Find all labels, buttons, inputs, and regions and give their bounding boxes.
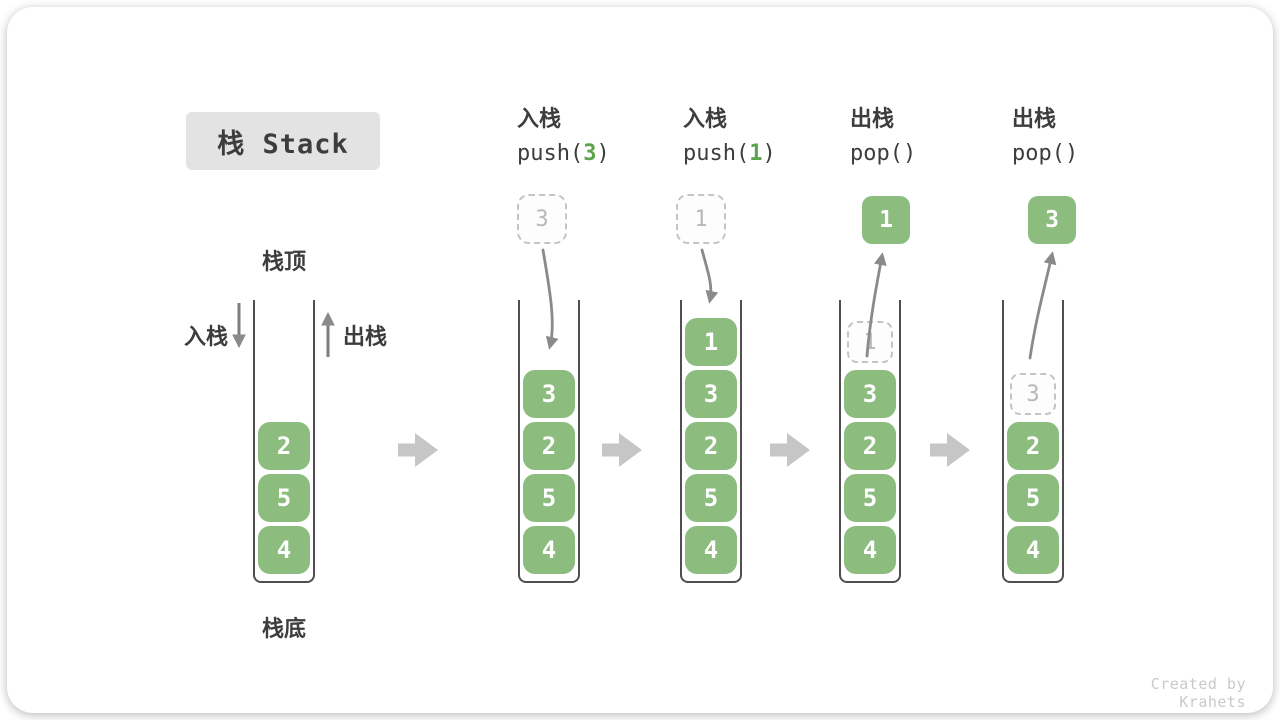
stack-block: 5 <box>844 474 896 522</box>
stack-block: 3 <box>523 370 575 418</box>
op-name: 出栈 <box>850 107 895 132</box>
op-name: 出栈 <box>1012 107 1057 132</box>
pop-side-label: 出栈 <box>343 325 388 350</box>
stack-block: 4 <box>1007 526 1059 574</box>
flow-arrow-icon <box>930 433 970 467</box>
stack-container-5: 3 2 5 4 <box>1002 300 1064 583</box>
stack-block: 4 <box>844 526 896 574</box>
stack-block: 2 <box>523 422 575 470</box>
stack-block: 5 <box>685 474 737 522</box>
stack-container-2: 3 2 5 4 <box>518 300 580 583</box>
push-curve-arrow-icon <box>700 248 719 304</box>
push-side-label: 入栈 <box>184 325 229 350</box>
stack-top-label: 栈顶 <box>261 250 306 275</box>
incoming-value-box: 3 <box>517 194 567 244</box>
stack-block: 5 <box>258 474 310 522</box>
stack-block: 2 <box>685 422 737 470</box>
stack-container-4: 1 3 2 5 4 <box>839 300 901 583</box>
op-label-push-3: 入栈 push(3) <box>517 107 677 167</box>
stack-block: 4 <box>523 526 575 574</box>
stack-block: 5 <box>1007 474 1059 522</box>
stack-block: 3 <box>844 370 896 418</box>
flow-arrow-icon <box>770 433 810 467</box>
stack-block: 2 <box>1007 422 1059 470</box>
stack-block: 3 <box>685 370 737 418</box>
stack-block: 2 <box>844 422 896 470</box>
stack-block: 1 <box>685 318 737 366</box>
ghost-block: 3 <box>1010 373 1056 415</box>
stack-bottom-label: 栈底 <box>261 617 306 642</box>
stack-block: 2 <box>258 422 310 470</box>
page-title: 栈 Stack <box>217 128 349 160</box>
flow-arrow-icon <box>398 433 438 467</box>
flow-arrow-icon <box>602 433 642 467</box>
op-label-pop-3: 出栈 pop() <box>1012 107 1172 167</box>
op-code: push(3) <box>517 141 610 166</box>
stack-block: 4 <box>685 526 737 574</box>
stack-container-1: 2 5 4 <box>253 300 315 583</box>
op-arg: 1 <box>749 141 763 166</box>
op-code: push(1) <box>683 141 776 166</box>
op-name: 入栈 <box>517 107 562 132</box>
watermark: Created by Krahets <box>1150 675 1246 711</box>
popped-value-box: 1 <box>862 196 910 244</box>
popped-value-box: 3 <box>1028 196 1076 244</box>
stack-block: 5 <box>523 474 575 522</box>
title-badge: 栈 Stack <box>186 112 380 170</box>
stack-container-3: 1 3 2 5 4 <box>680 300 742 583</box>
op-label-push-1: 入栈 push(1) <box>683 107 843 167</box>
op-name: 入栈 <box>683 107 728 132</box>
op-code: pop() <box>1012 141 1079 166</box>
op-label-pop-1: 出栈 pop() <box>850 107 1010 167</box>
incoming-value-box: 1 <box>676 194 726 244</box>
stack-block: 4 <box>258 526 310 574</box>
ghost-block: 1 <box>847 321 893 363</box>
op-arg: 3 <box>583 141 597 166</box>
op-code: pop() <box>850 141 917 166</box>
